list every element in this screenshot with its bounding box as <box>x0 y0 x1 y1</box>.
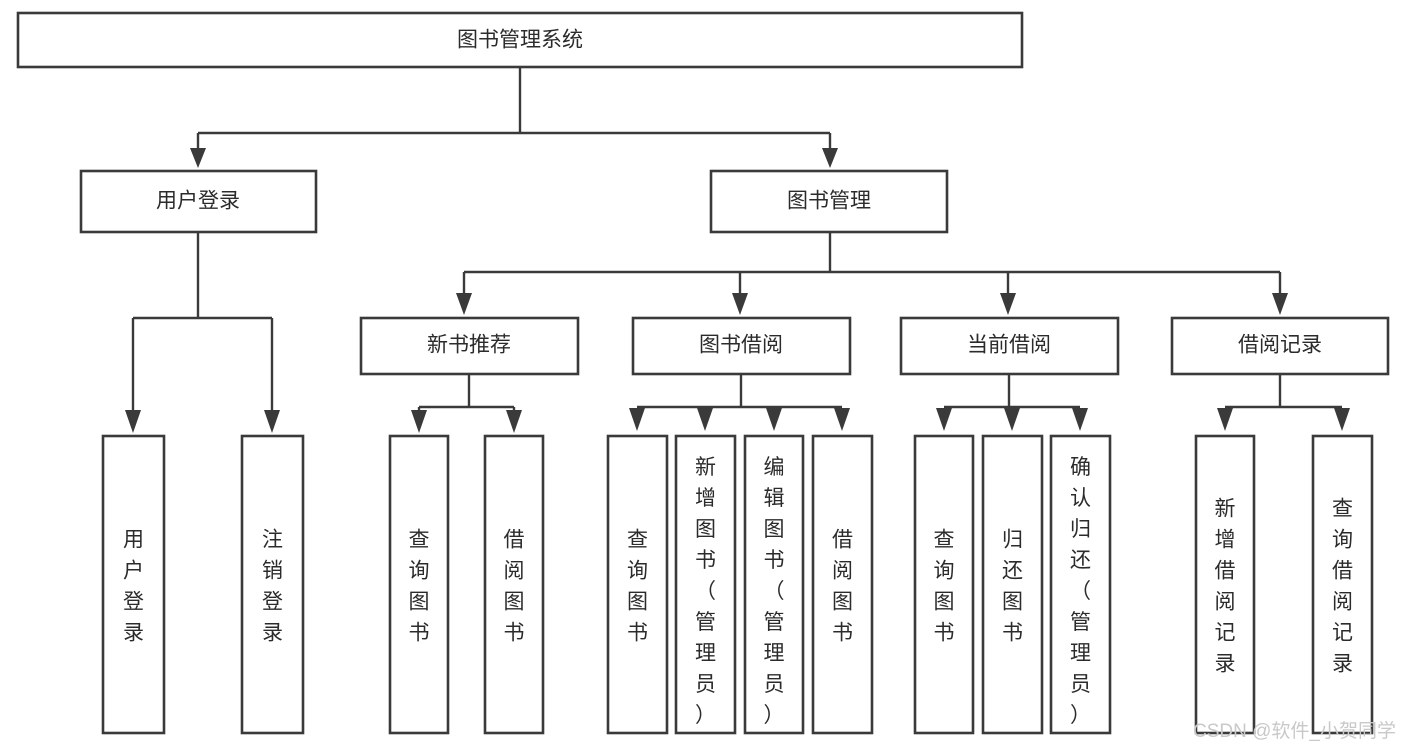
node-leaf-query-book-2[interactable]: 查询图书 <box>606 434 669 735</box>
arrowhead-new-book-recommend <box>456 293 472 315</box>
node-root[interactable]: 图书管理系统 <box>16 11 1024 69</box>
node-leaf-logout[interactable]: 注销登录 <box>240 434 305 735</box>
arrowhead-leaf-add-book <box>697 408 713 431</box>
node-leaf-edit-book[interactable]: 编辑图书（管理员） <box>743 434 805 735</box>
node-leaf-query-record[interactable]: 查询借阅记录 <box>1311 434 1374 735</box>
node-book-manage-label: 图书管理 <box>787 190 871 213</box>
arrowhead-borrow-record <box>1272 293 1288 315</box>
node-leaf-query-book-3[interactable]: 查询图书 <box>913 434 975 735</box>
node-leaf-query-record-box[interactable] <box>1311 434 1374 735</box>
node-borrow-record[interactable]: 借阅记录 <box>1170 316 1390 376</box>
node-leaf-borrow-book-2[interactable]: 借阅图书 <box>811 434 874 735</box>
node-leaf-query-book-3-label: 查询图书 <box>934 529 955 645</box>
node-leaf-query-book-1[interactable]: 查询图书 <box>388 434 450 735</box>
node-leaf-query-book-2-box[interactable] <box>606 434 669 735</box>
node-leaf-logout-label: 注销登录 <box>262 529 283 645</box>
node-leaf-query-record-label: 查询借阅记录 <box>1332 498 1353 676</box>
arrowhead-leaf-query-book-1 <box>411 410 427 433</box>
node-leaf-add-book-label: 新增图书（管理员） <box>695 456 716 727</box>
arrowhead-leaf-return-book <box>1004 408 1020 431</box>
node-root-box[interactable] <box>16 11 1024 69</box>
node-leaf-query-book-1-box[interactable] <box>388 434 450 735</box>
node-borrow-record-label: 借阅记录 <box>1238 334 1322 357</box>
node-current-borrow[interactable]: 当前借阅 <box>899 316 1120 376</box>
node-leaf-logout-box[interactable] <box>240 434 305 735</box>
node-leaf-confirm-return-label: 确认归还（管理员） <box>1070 456 1091 727</box>
node-leaf-add-record-label: 新增借阅记录 <box>1215 498 1236 676</box>
arrowhead-user-login <box>190 148 206 168</box>
node-leaf-borrow-book-2-box[interactable] <box>811 434 874 735</box>
node-leaf-user-login-label: 用户登录 <box>123 529 144 645</box>
arrowhead-current-borrow <box>1000 293 1016 315</box>
node-user-login-box[interactable] <box>79 169 318 234</box>
node-new-book-recommend-label: 新书推荐 <box>427 334 511 357</box>
node-leaf-confirm-return-box[interactable] <box>1049 434 1112 735</box>
arrowhead-book-manage <box>822 148 838 168</box>
node-leaf-user-login[interactable]: 用户登录 <box>101 434 166 735</box>
node-root-label: 图书管理系统 <box>457 29 583 52</box>
node-borrow-record-box[interactable] <box>1170 316 1390 376</box>
arrowhead-leaf-query-record <box>1334 408 1350 431</box>
node-leaf-confirm-return[interactable]: 确认归还（管理员） <box>1049 434 1112 735</box>
arrowhead-leaf-borrow-book-1 <box>506 410 522 433</box>
node-current-borrow-label: 当前借阅 <box>967 334 1051 357</box>
arrowhead-leaf-query-book-3 <box>936 408 952 431</box>
node-leaf-add-record[interactable]: 新增借阅记录 <box>1194 434 1256 735</box>
arrowhead-leaf-edit-book <box>766 408 782 431</box>
watermark-label: CSDN @软件_小贺同学 <box>1193 720 1396 742</box>
arrowhead-leaf-add-record <box>1217 408 1233 431</box>
node-leaf-query-book-3-box[interactable] <box>913 434 975 735</box>
arrowhead-leaf-borrow-book-2 <box>834 408 850 431</box>
node-book-borrow-box[interactable] <box>631 316 852 376</box>
node-leaf-add-book-box[interactable] <box>674 434 737 735</box>
node-current-borrow-box[interactable] <box>899 316 1120 376</box>
arrowhead-leaf-user-login <box>125 410 141 433</box>
node-book-borrow[interactable]: 图书借阅 <box>631 316 852 376</box>
node-leaf-query-book-2-label: 查询图书 <box>627 529 648 645</box>
node-leaf-user-login-box[interactable] <box>101 434 166 735</box>
leaf-node-layer: 用户登录 注销登录 查询图书 借阅图书 查询图书 新增图书（管理员） 编辑图书（管理员） 借阅… <box>101 434 1374 735</box>
node-leaf-borrow-book-2-label: 借阅图书 <box>832 529 853 645</box>
node-user-login-label: 用户登录 <box>156 190 240 213</box>
node-leaf-add-book[interactable]: 新增图书（管理员） <box>674 434 737 735</box>
node-leaf-borrow-book-1-box[interactable] <box>483 434 545 735</box>
node-book-borrow-label: 图书借阅 <box>699 334 783 357</box>
node-leaf-borrow-book-1[interactable]: 借阅图书 <box>483 434 545 735</box>
node-leaf-edit-book-box[interactable] <box>743 434 805 735</box>
arrowhead-leaf-confirm-return <box>1072 408 1088 431</box>
arrowhead-leaf-query-book-2 <box>629 408 645 431</box>
arrowhead-leaf-logout <box>264 410 280 433</box>
node-leaf-return-book-label: 归还图书 <box>1002 529 1023 645</box>
node-user-login[interactable]: 用户登录 <box>79 169 318 234</box>
connector-layer <box>125 67 1350 433</box>
arrowhead-book-borrow <box>732 293 748 315</box>
node-leaf-edit-book-label: 编辑图书（管理员） <box>764 456 785 727</box>
node-new-book-recommend[interactable]: 新书推荐 <box>359 316 580 376</box>
node-book-manage-box[interactable] <box>709 169 949 234</box>
node-leaf-return-book[interactable]: 归还图书 <box>981 434 1044 735</box>
node-leaf-query-book-1-label: 查询图书 <box>409 529 430 645</box>
node-book-manage[interactable]: 图书管理 <box>709 169 949 234</box>
node-leaf-borrow-book-1-label: 借阅图书 <box>504 529 525 645</box>
node-leaf-return-book-box[interactable] <box>981 434 1044 735</box>
node-new-book-recommend-box[interactable] <box>359 316 580 376</box>
node-leaf-add-record-box[interactable] <box>1194 434 1256 735</box>
